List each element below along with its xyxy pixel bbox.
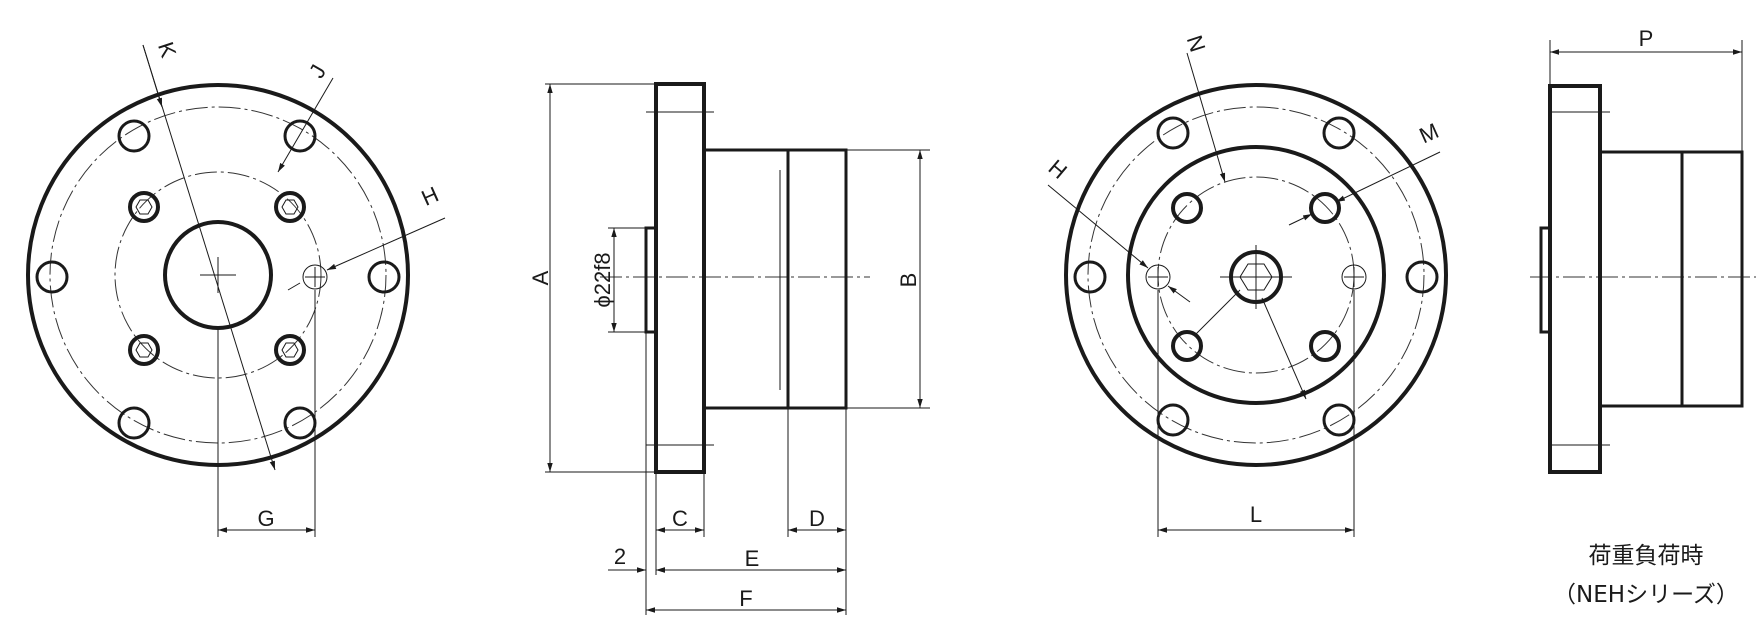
label-c: C [672, 506, 688, 531]
pin-hole-left [1145, 264, 1171, 290]
inner-pitch-circle [114, 171, 322, 379]
label-f: F [739, 586, 752, 611]
socket-head-screws [128, 191, 306, 366]
label-n: N [1182, 32, 1211, 55]
pin-hole [302, 264, 328, 290]
label-l: L [1250, 502, 1262, 527]
flange-profile-right [1548, 84, 1602, 474]
label-b: B [896, 273, 921, 288]
h-leader-right [1047, 184, 1149, 269]
caption-line2: （NEHシリーズ） [1553, 582, 1739, 608]
flange-outer-circle-right [1064, 83, 1448, 467]
body-profile-right [1598, 150, 1744, 408]
label-h-left: H [418, 181, 443, 210]
body-circle-right [1126, 145, 1386, 405]
label-m: M [1415, 118, 1442, 148]
caption-line1: 荷重負荷時 [1589, 543, 1704, 569]
front-view-left: G K J H [26, 39, 446, 537]
label-two: 2 [614, 544, 626, 569]
body-profile [702, 148, 848, 410]
label-p: P [1639, 26, 1654, 51]
bore-circle [163, 220, 273, 330]
label-g: G [257, 506, 274, 531]
label-d: D [809, 506, 825, 531]
label-e: E [745, 546, 760, 571]
front-view-right: L N M H [1044, 32, 1448, 537]
flange-profile [654, 82, 706, 474]
side-view: A ϕ22f8 B C D 2 E F [528, 82, 930, 615]
label-shaft: ϕ22f8 [590, 252, 615, 307]
n-leader [1186, 52, 1226, 183]
shaft-profile [644, 226, 658, 334]
pin-hole-right [1341, 264, 1367, 290]
label-j: J [304, 60, 331, 82]
inner-screw-holes [1171, 192, 1341, 362]
k-leader [142, 44, 276, 471]
bolt-pitch-circle [49, 106, 387, 444]
label-h-right: H [1044, 155, 1072, 184]
side-view-right: P 荷重負荷時 （NEHシリーズ） [1530, 26, 1756, 608]
shaft-profile-right [1539, 226, 1552, 334]
label-k: K [153, 39, 181, 61]
label-a: A [528, 270, 553, 285]
h-leader-left [326, 217, 446, 271]
m-leader [1335, 151, 1441, 203]
j-leader [277, 77, 334, 173]
